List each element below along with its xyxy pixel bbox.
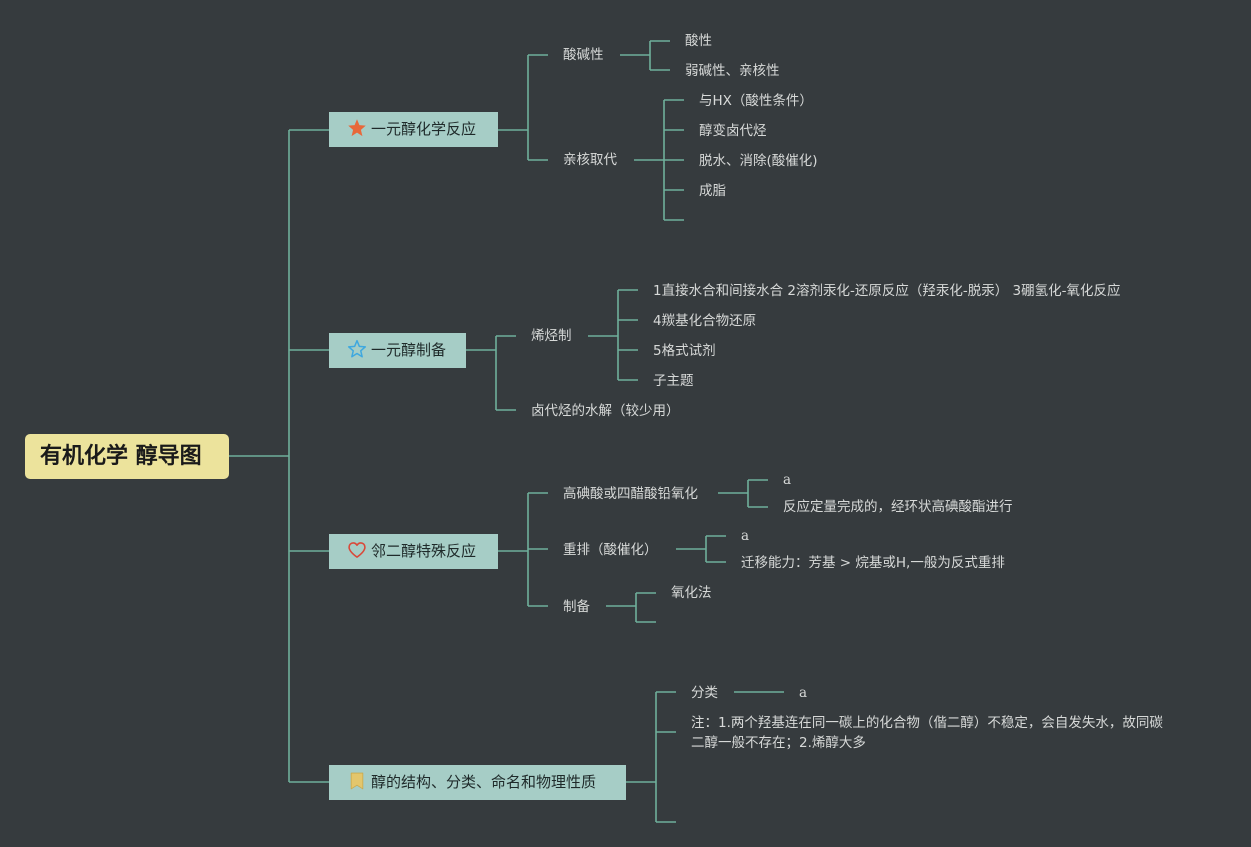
branch-label: 醇的结构、分类、命名和物理性质 <box>371 773 597 791</box>
topic-weak-base-nucleophilicity[interactable]: 弱碱性、亲核性 <box>685 63 780 79</box>
heart-icon <box>348 542 366 558</box>
topic-from-alkenes[interactable]: 烯烃制 <box>531 328 572 344</box>
topic-hydration-methods[interactable]: 1直接水合和间接水合 2溶剂汞化-还原反应（羟汞化-脱汞） 3硼氢化-氧化反应 <box>653 283 1121 299</box>
branch-label: 一元醇制备 <box>371 341 447 359</box>
topic-migration-ability[interactable]: 迁移能力：芳基 > 烷基或H,一般为反式重排 <box>741 555 1005 571</box>
star-outline-icon <box>347 339 367 358</box>
topic-esterification[interactable]: 成脂 <box>699 183 726 199</box>
branch-vicinal-diol-reactions[interactable]: 邻二醇特殊反应 <box>329 534 498 569</box>
topic-nucleophilic-substitution[interactable]: 亲核取代 <box>563 152 617 168</box>
branch-monohydric-alcohol-reactions[interactable]: 一元醇化学反应 <box>329 112 498 147</box>
topic-classification-a[interactable]: a <box>799 685 808 701</box>
topic-classification[interactable]: 分类 <box>691 685 718 701</box>
branch-label: 一元醇化学反应 <box>371 120 477 138</box>
topic-rearrangement[interactable]: 重排（酸催化） <box>563 542 658 558</box>
star-filled-icon <box>348 119 366 137</box>
topic-rearrangement-a[interactable]: a <box>741 528 750 544</box>
topic-carbonyl-reduction[interactable]: 4羰基化合物还原 <box>653 313 757 329</box>
topic-subtopic[interactable]: 子主题 <box>653 373 694 389</box>
root-topic[interactable]: 有机化学 醇导图 <box>25 434 229 479</box>
topic-alcohol-to-haloalkane[interactable]: 醇变卤代烃 <box>699 123 767 139</box>
branch-monohydric-alcohol-preparation[interactable]: 一元醇制备 <box>329 333 466 368</box>
topic-note-line-2[interactable]: 二醇一般不存在；2.烯醇大多 <box>691 735 866 751</box>
branch-label: 邻二醇特殊反应 <box>371 542 477 560</box>
bookmark-icon <box>350 772 364 790</box>
branch-alcohol-structure-properties[interactable]: 醇的结构、分类、命名和物理性质 <box>329 765 626 800</box>
topic-periodate-a[interactable]: a <box>783 472 792 488</box>
topic-haloalkane-hydrolysis[interactable]: 卤代烃的水解（较少用） <box>531 403 680 419</box>
topic-note-line-1[interactable]: 注：1.两个羟基连在同一碳上的化合物（偕二醇）不稳定，会自发失水，故同碳 <box>691 715 1163 731</box>
topic-dehydration-elimination[interactable]: 脱水、消除(酸催化) <box>699 153 818 169</box>
topic-preparation[interactable]: 制备 <box>563 599 590 615</box>
topic-periodate-note[interactable]: 反应定量完成的，经环状高碘酸酯进行 <box>783 499 1013 515</box>
topic-grignard-reagent[interactable]: 5格式试剂 <box>653 343 716 359</box>
topic-acid-base[interactable]: 酸碱性 <box>563 47 604 63</box>
topic-periodate-oxidation[interactable]: 高碘酸或四醋酸铅氧化 <box>563 486 698 502</box>
topic-with-hx[interactable]: 与HX（酸性条件） <box>699 93 813 109</box>
topic-acidity[interactable]: 酸性 <box>685 33 712 49</box>
topic-oxidation-method[interactable]: 氧化法 <box>671 585 712 601</box>
